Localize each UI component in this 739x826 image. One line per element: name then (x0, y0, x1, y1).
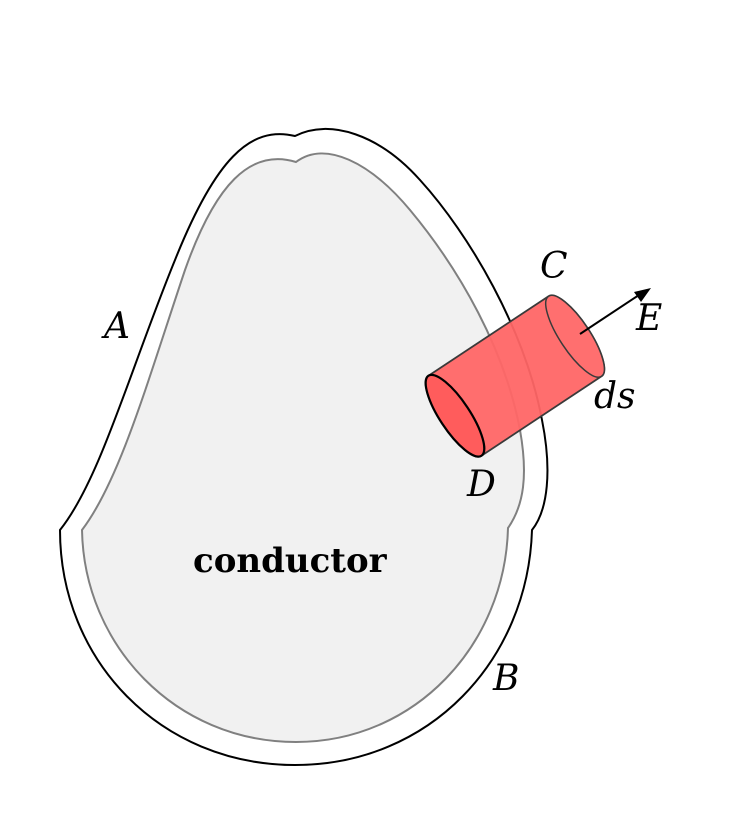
gaussian-cylinder (424, 294, 606, 458)
label-c: C (540, 246, 568, 287)
label-d: D (466, 464, 496, 505)
conductor-body (80, 152, 525, 744)
conductor-label: conductor (193, 541, 388, 581)
label-b: B (492, 658, 519, 699)
cylinder-cap-inner (424, 373, 486, 458)
label-e: E (635, 298, 662, 339)
field-arrow-head (634, 288, 651, 302)
label-a: A (101, 306, 130, 347)
field-arrow-shaft (579, 292, 643, 335)
label-ds: ds (594, 376, 636, 417)
